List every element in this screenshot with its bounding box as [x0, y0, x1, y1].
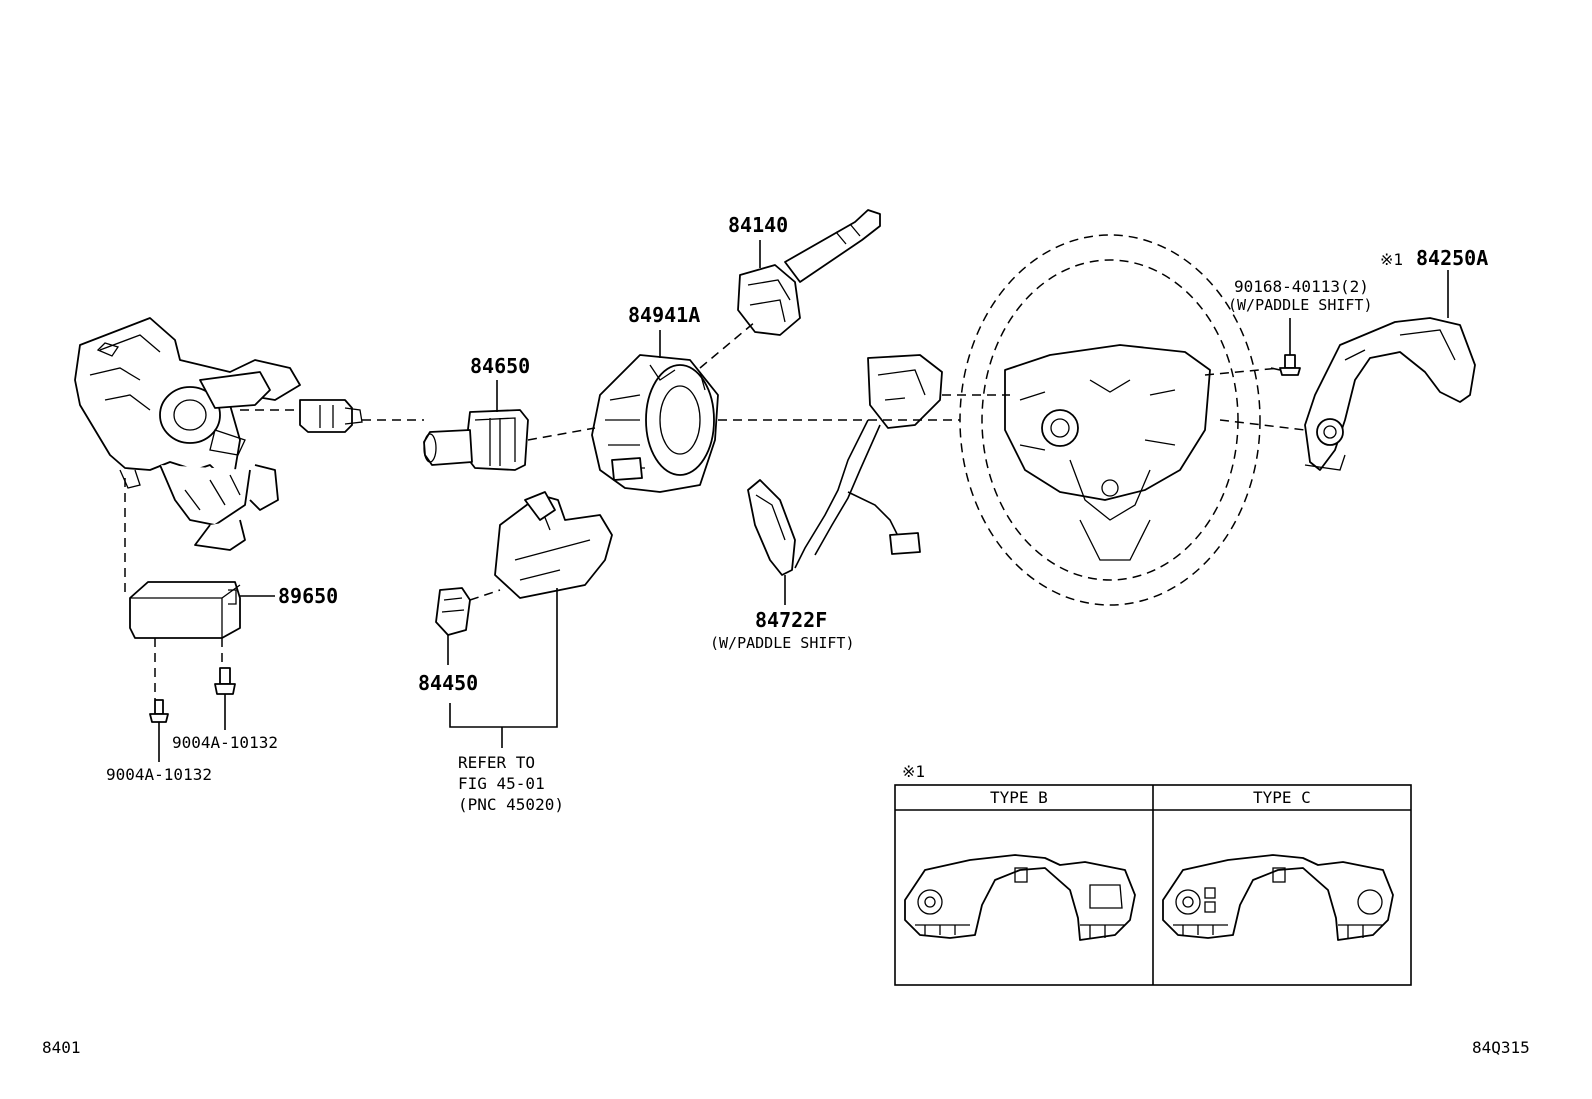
part-label-bolt-right: 9004A-10132 — [172, 733, 278, 752]
steering-wheel — [959, 234, 1261, 606]
table-header-type-b: TYPE B — [990, 788, 1048, 807]
switch-84450 — [435, 587, 471, 636]
bolt-right-icon — [214, 667, 236, 730]
note-paddle-shift-84722f: (W/PADDLE SHIFT) — [710, 634, 855, 652]
steering-switch-84250a — [1304, 317, 1476, 471]
module-89650 — [129, 581, 241, 639]
part-label-84722f: 84722F — [755, 608, 827, 632]
lock-housing — [494, 491, 613, 599]
footer-code-right: 84Q315 — [1472, 1038, 1530, 1057]
steering-column — [74, 317, 363, 551]
part-label-84941a: 84941A — [628, 303, 700, 327]
switch-84650 — [423, 409, 529, 471]
part-label-84140: 84140 — [728, 213, 788, 237]
type-c-switch — [1162, 854, 1394, 941]
refer-line-3: (PNC 45020) — [458, 795, 564, 814]
table-note-mark: ※1 — [902, 762, 925, 781]
part-label-84450: 84450 — [418, 671, 478, 695]
table-header-type-c: TYPE C — [1253, 788, 1311, 807]
type-table: ※1 TYPE B TYPE C — [894, 762, 1412, 986]
part-label-84650: 84650 — [470, 354, 530, 378]
screw-90168-icon — [1270, 354, 1301, 376]
footer-code-left: 8401 — [42, 1038, 81, 1057]
refer-line-1: REFER TO — [458, 753, 535, 772]
type-b-switch — [904, 854, 1136, 941]
part-label-84250a: 84250A — [1416, 246, 1488, 270]
lever-84140 — [737, 209, 881, 336]
spiral-cable-84941a — [591, 354, 719, 493]
part-label-89650: 89650 — [278, 584, 338, 608]
refer-line-2: FIG 45-01 — [458, 774, 545, 793]
note-paddle-shift-90168: (W/PADDLE SHIFT) — [1228, 296, 1373, 314]
part-label-90168: 90168-40113(2) — [1234, 277, 1369, 296]
part-label-bolt-left: 9004A-10132 — [106, 765, 212, 784]
paddle-switch-84722f — [747, 354, 943, 576]
note-mark-84250a: ※1 — [1380, 250, 1403, 269]
bolt-left-icon — [149, 699, 169, 762]
